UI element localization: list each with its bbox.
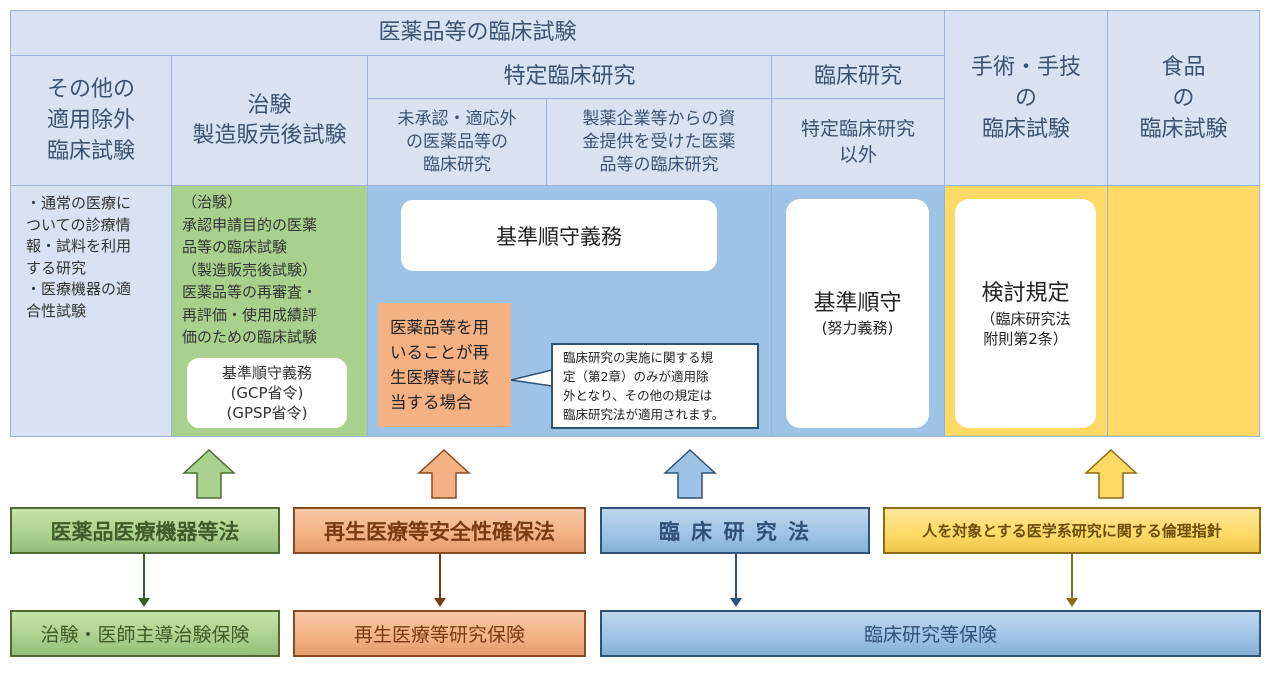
law-box-label: 人を対象とする医学系研究に関する倫理指針 [922,522,1222,540]
header-col-shujutsu: 手術・手技 の 臨床試験 [944,10,1108,186]
arrow-up-icon [417,448,471,499]
rinsho-standard-box-main: 基準順守 [813,290,902,316]
insurance-box-clinical-research: 臨床研究等保険 [600,610,1261,657]
header-top-title: 医薬品等の臨床試験 [10,10,945,56]
body-cell-rinsho: 基準順守 (努力義務) [771,185,945,437]
header-col-rinsho-sub: 特定臨床研究 以外 [771,98,945,186]
law-box-label: 医薬品医療機器等法 [50,519,240,544]
header-col-chiken-text: 治験 製造販売後試験 [192,92,347,148]
insurance-box-label: 臨床研究等保険 [863,624,997,646]
law-box-label: 臨 床 研 究 法 [658,519,812,544]
header-col-rinsho: 臨床研究 [771,55,945,99]
chiken-standard-box-text: 基準順守義務 (GCP省令) (GPSP省令) [221,364,312,422]
shujutsu-review-box-main: 検討規定 [981,280,1070,306]
connector-line [143,554,145,602]
header-col-other-text: その他の 適用除外 臨床試験 [46,77,135,164]
header-col-food-text: 食品 の 臨床試験 [1139,54,1228,142]
law-box-clinical-trials-act: 臨 床 研 究 法 [600,507,870,554]
body-cell-chiken: （治験） 承認申請目的の医薬 品等の臨床試験 （製造販売後試験） 医薬品等の再審… [171,185,368,437]
arrow-down-icon [1066,598,1078,607]
connector-line [439,554,441,602]
connector-line [1071,554,1073,602]
law-box-pmd-act: 医薬品医療機器等法 [10,507,280,554]
insurance-box-regenerative: 再生医療等研究保険 [293,610,586,657]
header-col-food: 食品 の 臨床試験 [1107,10,1260,186]
body-cell-shujutsu: 検討規定 （臨床研究法 附則第2条） [944,185,1108,437]
shujutsu-review-box: 検討規定 （臨床研究法 附則第2条） [955,199,1096,428]
arrow-up-icon [182,448,236,499]
tokutei-standard-box: 基準順守義務 [401,200,717,271]
header-col-tokutei-b-text: 製薬企業等からの資 金提供を受けた医薬 品等の臨床研究 [582,108,736,175]
header-col-tokutei-b: 製薬企業等からの資 金提供を受けた医薬 品等の臨床研究 [546,98,772,186]
body-cell-tokutei: 基準順守義務 医薬品等を用 いることが再 生医療等に該 当する場合 臨床研究の実… [367,185,772,437]
header-col-tokutei-a: 未承認・適応外 の医薬品等の 臨床研究 [367,98,547,186]
header-col-tokutei: 特定臨床研究 [367,55,772,99]
rinsho-standard-box: 基準順守 (努力義務) [786,199,929,428]
insurance-box-chiken: 治験・医師主導治験保険 [10,610,280,657]
regen-case-box: 医薬品等を用 いることが再 生医療等に該 当する場合 [378,303,511,427]
arrow-up-icon [1084,448,1138,499]
rinsho-standard-box-sub: (努力義務) [821,318,894,337]
insurance-box-label: 再生医療等研究保険 [353,624,525,646]
chiken-standard-box: 基準順守義務 (GCP省令) (GPSP省令) [187,358,347,428]
arrow-down-icon [434,598,446,607]
header-col-tokutei-text: 特定臨床研究 [503,64,636,89]
header-col-shujutsu-text: 手術・手技 の 臨床試験 [970,54,1081,142]
chiken-text: （治験） 承認申請目的の医薬 品等の臨床試験 （製造販売後試験） 医薬品等の再審… [182,193,318,346]
law-box-label: 再生医療等安全性確保法 [324,519,555,544]
body-cell-other: ・通常の医療に ついての診療情 報・試料を利用 する研究 ・医療機器の適 合性試… [10,185,172,437]
callout-box: 臨床研究の実施に関する規 定（第2章）のみが適用除 外となり、その他の規定は 臨… [551,343,759,429]
arrow-up-icon [663,448,717,499]
other-text: ・通常の医療に ついての診療情 報・試料を利用 する研究 ・医療機器の適 合性試… [26,194,132,320]
law-box-ethics-guideline: 人を対象とする医学系研究に関する倫理指針 [883,507,1261,554]
tokutei-standard-box-text: 基準順守義務 [496,224,622,249]
regen-case-box-text: 医薬品等を用 いることが再 生医療等に該 当する場合 [390,318,489,412]
arrow-down-icon [730,598,742,607]
header-col-chiken: 治験 製造販売後試験 [171,55,368,186]
header-col-rinsho-text: 臨床研究 [813,64,902,89]
callout-text: 臨床研究の実施に関する規 定（第2章）のみが適用除 外となり、その他の規定は 臨… [563,350,725,422]
shujutsu-review-box-sub: （臨床研究法 附則第2条） [980,309,1071,348]
insurance-box-label: 治験・医師主導治験保険 [40,624,250,646]
connector-line [735,554,737,602]
header-col-rinsho-sub-text: 特定臨床研究 以外 [800,118,915,166]
law-box-regenerative-act: 再生医療等安全性確保法 [293,507,586,554]
header-top-title-text: 医薬品等の臨床試験 [378,20,577,45]
arrow-down-icon [138,598,150,607]
header-col-other: その他の 適用除外 臨床試験 [10,55,172,186]
header-col-tokutei-a-text: 未承認・適応外 の医薬品等の 臨床研究 [397,108,517,175]
body-cell-food [1107,185,1260,437]
